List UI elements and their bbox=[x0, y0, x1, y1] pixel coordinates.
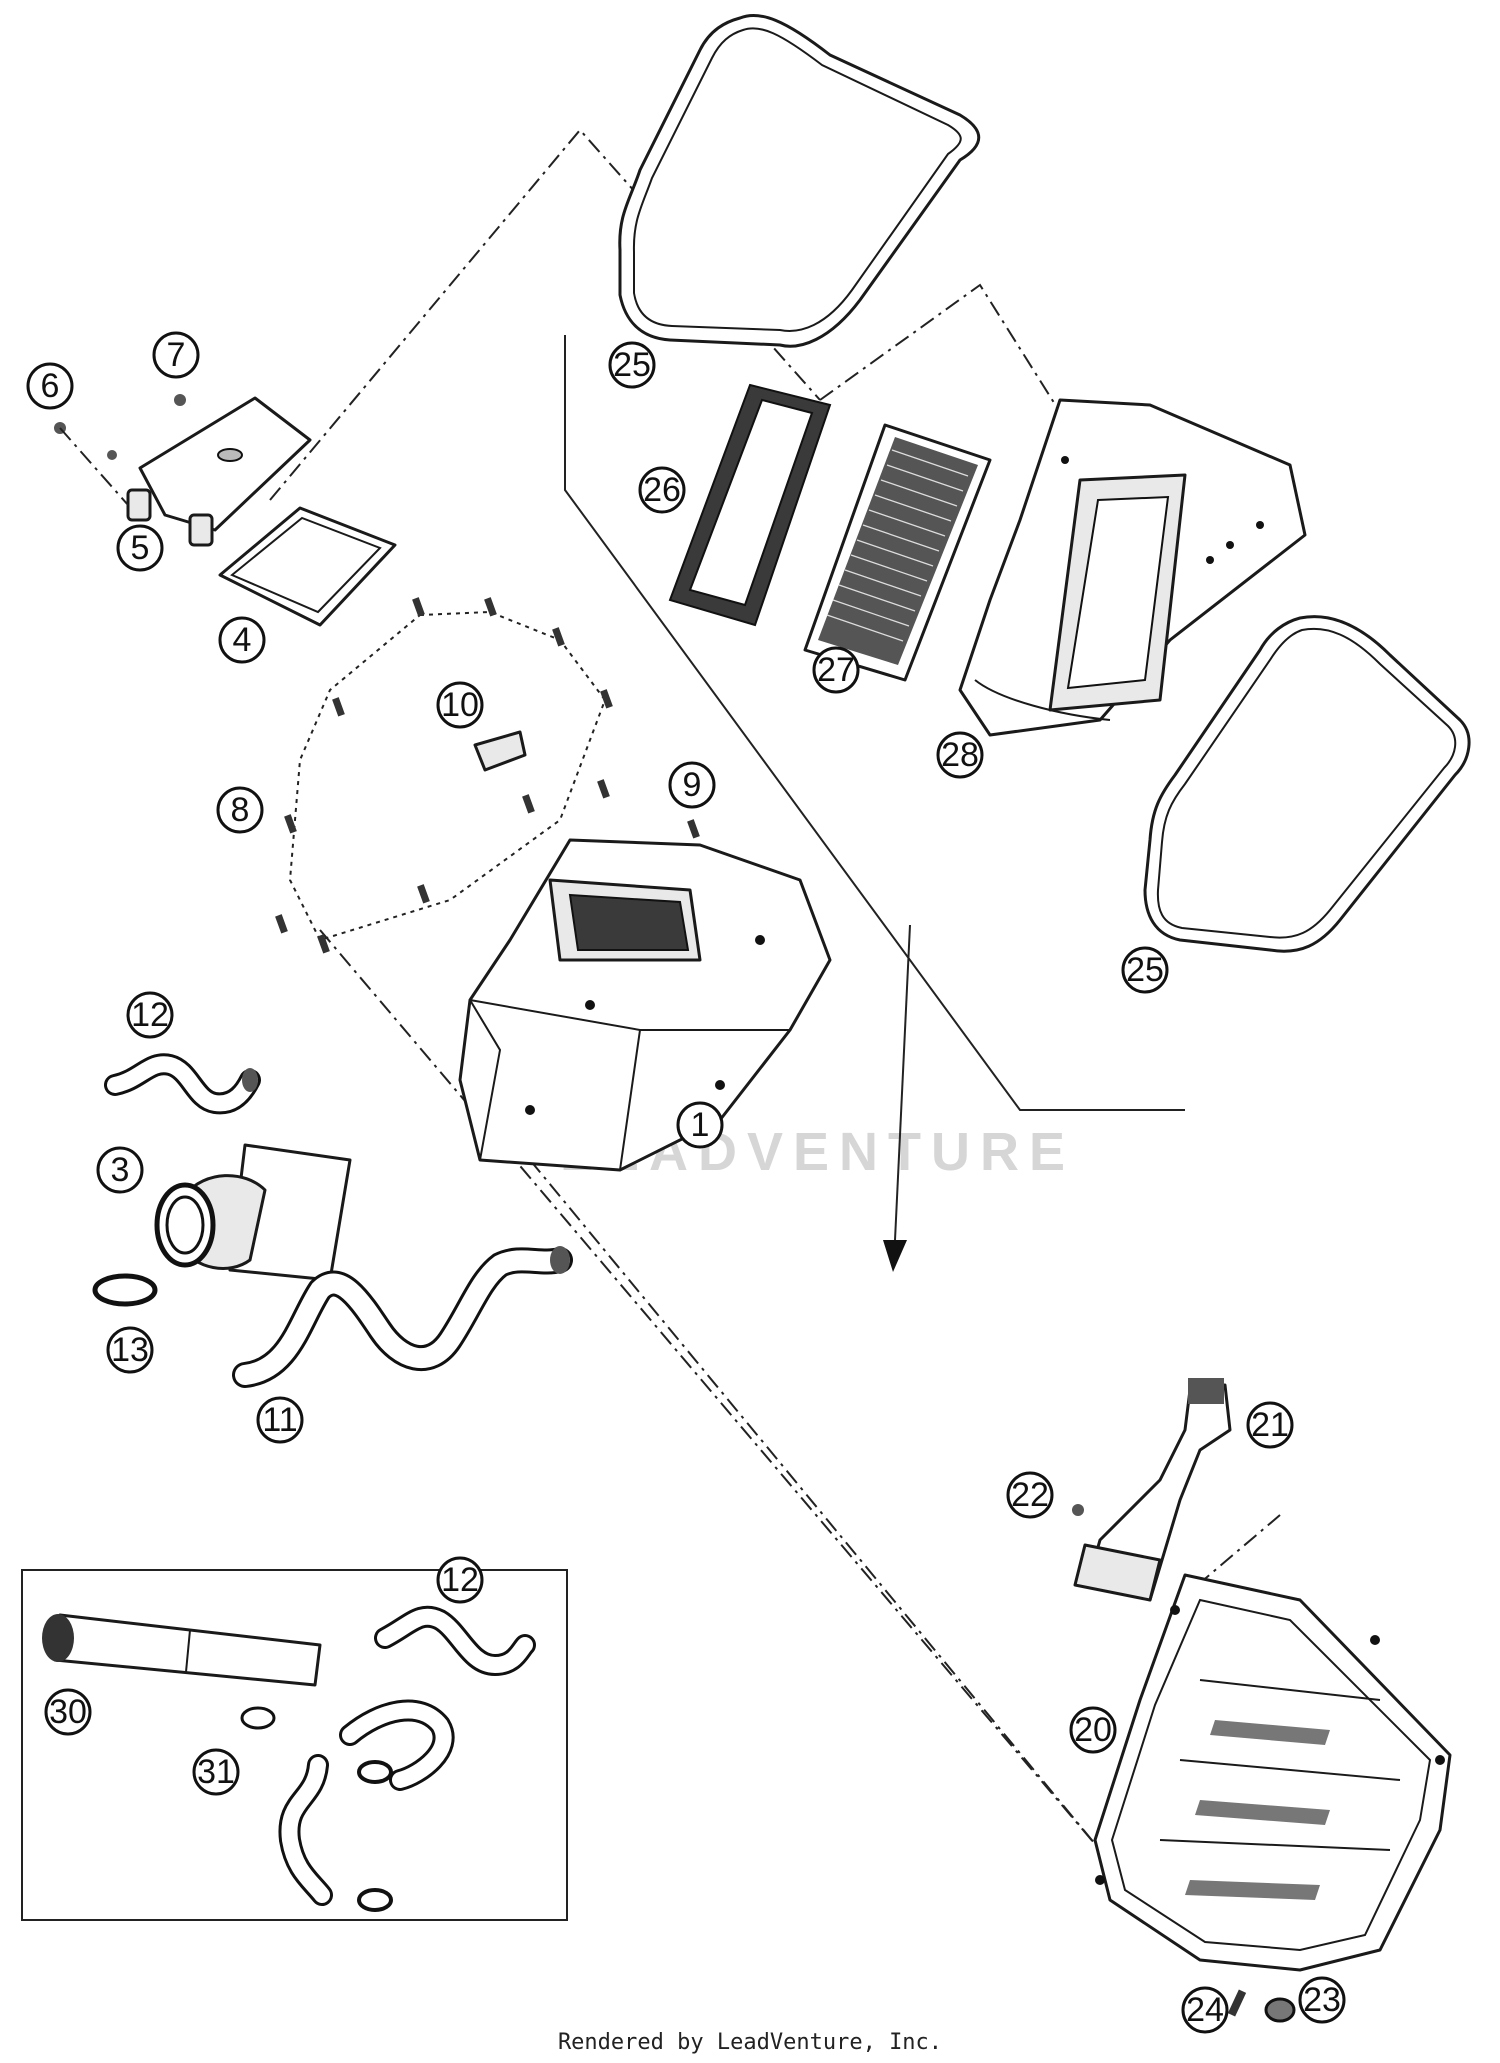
part-23-nut bbox=[1264, 1997, 1296, 2023]
svg-text:11: 11 bbox=[262, 1401, 297, 1439]
svg-text:13: 13 bbox=[111, 1331, 149, 1369]
callout-27: 27 bbox=[812, 646, 860, 694]
callout-10: 10 bbox=[436, 681, 484, 729]
svg-text:25: 25 bbox=[1126, 951, 1164, 989]
svg-text:6: 6 bbox=[41, 367, 60, 405]
callout-21: 21 bbox=[1246, 1401, 1294, 1449]
svg-text:24: 24 bbox=[1186, 1991, 1224, 2029]
callout-7: 7 bbox=[152, 331, 200, 379]
part-24-screw bbox=[1227, 1989, 1247, 2017]
callout-30: 30 bbox=[44, 1688, 92, 1736]
part-7-screw bbox=[174, 394, 186, 406]
part-3-intake-boot bbox=[154, 1143, 352, 1282]
callout-31: 31 bbox=[192, 1748, 240, 1796]
callout-26: 26 bbox=[638, 466, 686, 514]
callout-12-top: 12 bbox=[126, 991, 174, 1039]
callout-20: 20 bbox=[1069, 1706, 1117, 1754]
svg-text:12: 12 bbox=[441, 1561, 479, 1599]
callout-5: 5 bbox=[116, 524, 164, 572]
footer-credit: Rendered by LeadVenture, Inc. bbox=[557, 2030, 943, 2055]
part-8-bolts bbox=[275, 597, 613, 954]
part-5-clip bbox=[126, 488, 214, 547]
svg-text:21: 21 bbox=[1251, 1406, 1289, 1444]
part-7-cover-plate bbox=[138, 396, 312, 532]
part-30-breather-tube bbox=[42, 1613, 322, 1687]
svg-text:12: 12 bbox=[131, 996, 169, 1034]
inset-clamp-b bbox=[357, 1888, 393, 1912]
callout-24: 24 bbox=[1181, 1986, 1229, 2034]
svg-text:4: 4 bbox=[233, 621, 252, 659]
svg-text:23: 23 bbox=[1303, 1981, 1341, 2019]
svg-text:1: 1 bbox=[691, 1106, 710, 1144]
part-20-airbox-lower bbox=[1093, 1573, 1452, 1972]
svg-text:5: 5 bbox=[131, 529, 150, 567]
inset-clamp-a bbox=[357, 1760, 393, 1784]
part-10-clip bbox=[473, 730, 527, 772]
svg-text:8: 8 bbox=[231, 791, 250, 829]
callout-23: 23 bbox=[1298, 1976, 1346, 2024]
callout-13: 13 bbox=[106, 1326, 154, 1374]
callout-12-inset: 12 bbox=[436, 1556, 484, 1604]
part-31-cable-tie bbox=[240, 1706, 276, 1730]
callout-25-top: 25 bbox=[608, 341, 656, 389]
inset-box bbox=[21, 1569, 568, 1921]
svg-text:25: 25 bbox=[613, 346, 651, 384]
svg-text:30: 30 bbox=[49, 1693, 87, 1731]
part-9-bolts bbox=[597, 779, 700, 839]
part-28-filter-box-cover bbox=[958, 398, 1307, 737]
svg-text:3: 3 bbox=[111, 1151, 130, 1189]
svg-text:26: 26 bbox=[643, 471, 681, 509]
svg-text:31: 31 bbox=[197, 1753, 235, 1791]
callout-4: 4 bbox=[218, 616, 266, 664]
svg-text:7: 7 bbox=[167, 336, 186, 374]
svg-text:20: 20 bbox=[1074, 1711, 1112, 1749]
callout-25-right: 25 bbox=[1121, 946, 1169, 994]
svg-text:10: 10 bbox=[441, 686, 479, 724]
part-6-screw-b bbox=[107, 450, 117, 460]
callout-1: 1 bbox=[676, 1101, 724, 1149]
part-21-intake-snorkel bbox=[1073, 1378, 1232, 1602]
part-22-screw bbox=[1072, 1504, 1084, 1516]
part-1-airbox bbox=[458, 838, 832, 1172]
callout-9: 9 bbox=[668, 761, 716, 809]
part-27-air-filter-element bbox=[803, 423, 992, 682]
callout-11: 11 bbox=[256, 1396, 304, 1444]
part-4-small-gasket bbox=[218, 506, 397, 627]
callout-8: 8 bbox=[216, 786, 264, 834]
callout-28: 28 bbox=[936, 731, 984, 779]
part-26-filter-frame bbox=[668, 383, 832, 627]
part-25-gasket-right bbox=[1143, 615, 1471, 953]
svg-text:28: 28 bbox=[941, 736, 979, 774]
svg-text:27: 27 bbox=[817, 651, 855, 689]
part-13-clamp bbox=[92, 1273, 158, 1307]
part-25-gasket-top bbox=[618, 13, 981, 348]
callout-6: 6 bbox=[26, 362, 74, 410]
callout-22: 22 bbox=[1006, 1471, 1054, 1519]
svg-text:22: 22 bbox=[1011, 1476, 1049, 1514]
svg-text:9: 9 bbox=[683, 766, 702, 804]
bolt-pattern-outline bbox=[288, 610, 607, 942]
callout-3: 3 bbox=[96, 1146, 144, 1194]
